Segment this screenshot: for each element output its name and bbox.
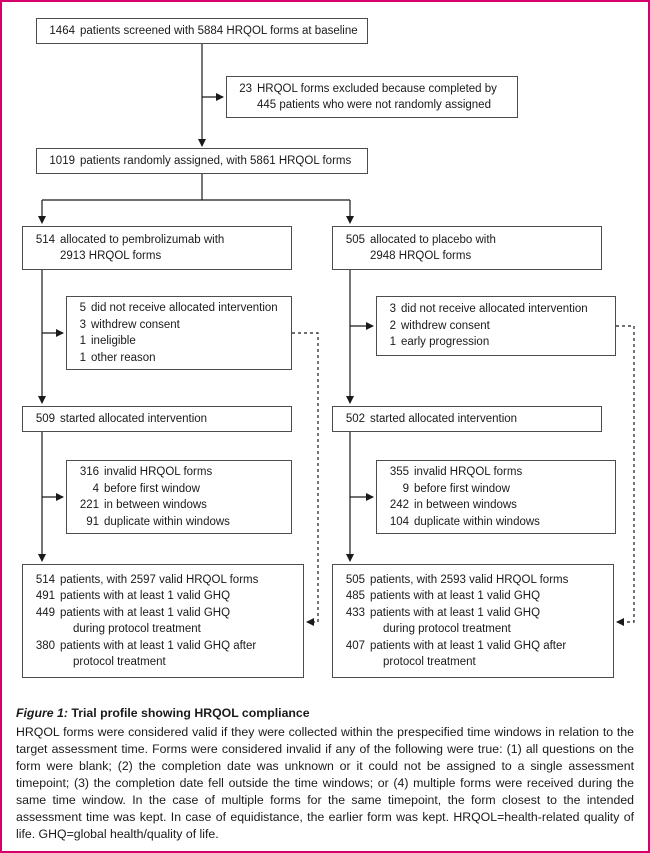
label: before first window xyxy=(104,482,200,495)
label: withdrew consent xyxy=(91,318,180,331)
label: started allocated intervention xyxy=(60,412,208,425)
count: 502 xyxy=(345,412,365,425)
count: 505 xyxy=(345,573,365,586)
figure-title-text: Trial profile showing HRQOL compliance xyxy=(71,706,310,720)
count: 91 xyxy=(86,515,99,528)
label: patients, with 2597 valid HRQOL forms xyxy=(60,573,259,586)
count: 104 xyxy=(389,515,409,528)
label: patients with at least 1 valid GHQ xyxy=(60,606,231,619)
count: 449 xyxy=(35,606,55,619)
count: 491 xyxy=(35,590,55,602)
box-valid-forms-placebo: 505 patients, with 2593 valid HRQOL forms… xyxy=(332,564,614,678)
count: 1464 xyxy=(49,24,75,37)
count: 3 xyxy=(79,318,86,331)
count: 1 xyxy=(389,336,396,349)
label: in between windows xyxy=(104,499,207,511)
label: withdrew consent xyxy=(401,319,490,332)
label: patients screened with 5884 HRQOL forms … xyxy=(80,24,358,37)
label: HRQOL forms excluded because completed b… xyxy=(257,82,497,95)
count: 23 xyxy=(239,82,252,95)
count: 3 xyxy=(389,303,396,316)
box-started-pembrolizumab: 509 started allocated intervention xyxy=(22,406,292,432)
label: 445 patients who were not randomly assig… xyxy=(257,99,491,111)
label: before first window xyxy=(414,482,510,495)
label: protocol treatment xyxy=(73,656,166,668)
count: 5 xyxy=(79,302,86,314)
label: during protocol treatment xyxy=(383,623,511,635)
box-invalid-forms-placebo: 355 invalid HRQOL forms 9 before first win… xyxy=(376,460,616,534)
count: 242 xyxy=(389,499,409,511)
label: early progression xyxy=(401,336,490,349)
flow-diagram: 1464 patients screened with 5884 HRQOL fo… xyxy=(2,2,648,696)
box-allocated-placebo: 505 allocated to placebo with 2948 HRQOL … xyxy=(332,226,602,270)
label: invalid HRQOL forms xyxy=(104,466,213,478)
figure-caption-body: HRQOL forms were considered valid if the… xyxy=(16,725,634,841)
label: started allocated intervention xyxy=(370,412,518,425)
label: during protocol treatment xyxy=(73,623,201,635)
label: did not receive allocated intervention xyxy=(91,302,278,314)
count: 380 xyxy=(35,639,55,652)
box-invalid-forms-pembrolizumab: 316 invalid HRQOL forms 4 before first win… xyxy=(66,460,292,534)
count: 1 xyxy=(79,351,86,364)
count: 514 xyxy=(35,233,55,246)
box-started-placebo: 502 started allocated intervention xyxy=(332,406,602,432)
count: 355 xyxy=(389,466,409,478)
label: patients with at least 1 valid GHQ after xyxy=(60,639,257,652)
label: duplicate within windows xyxy=(104,515,230,528)
count: 2 xyxy=(389,319,396,332)
count: 9 xyxy=(402,482,409,495)
count: 509 xyxy=(35,412,55,425)
label: 2948 HRQOL forms xyxy=(370,250,472,262)
label: protocol treatment xyxy=(383,656,476,668)
flow-connector-lines xyxy=(38,44,635,626)
label: ineligible xyxy=(91,335,136,347)
label: patients with at least 1 valid GHQ xyxy=(60,590,231,602)
label: patients with at least 1 valid GHQ xyxy=(370,590,541,602)
count: 485 xyxy=(345,590,365,602)
box-forms-excluded: 23 HRQOL forms excluded because completed… xyxy=(226,76,518,118)
count: 4 xyxy=(92,482,99,495)
box-randomized: 1019 patients randomly assigned, with 586… xyxy=(36,148,368,174)
box-screened: 1464 patients screened with 5884 HRQOL fo… xyxy=(36,18,368,44)
count: 1019 xyxy=(49,154,75,167)
count: 433 xyxy=(345,606,365,619)
count: 505 xyxy=(345,233,365,246)
count: 1 xyxy=(79,335,86,347)
figure-caption: Figure 1: Trial profile showing HRQOL co… xyxy=(2,696,648,843)
label: patients, with 2593 valid HRQOL forms xyxy=(370,573,569,586)
figure-caption-title: Figure 1: Trial profile showing HRQOL co… xyxy=(16,705,634,721)
box-valid-forms-pembrolizumab: 514 patients, with 2597 valid HRQOL forms… xyxy=(22,564,304,678)
count: 514 xyxy=(35,573,55,586)
label: patients with at least 1 valid GHQ xyxy=(370,606,541,619)
label: duplicate within windows xyxy=(414,515,540,528)
label: invalid HRQOL forms xyxy=(414,466,523,478)
box-allocated-pembrolizumab: 514 allocated to pembrolizumab with 2913 … xyxy=(22,226,292,270)
count: 221 xyxy=(79,499,99,511)
label: in between windows xyxy=(414,499,517,511)
label: allocated to placebo with xyxy=(370,233,496,246)
label: other reason xyxy=(91,351,156,364)
label: patients randomly assigned, with 5861 HR… xyxy=(80,154,352,167)
figure-number-label: Figure 1: xyxy=(16,706,68,720)
label: patients with at least 1 valid GHQ after xyxy=(370,639,567,652)
count: 407 xyxy=(345,639,365,652)
count: 316 xyxy=(79,466,99,478)
label: allocated to pembrolizumab with xyxy=(60,233,225,246)
label: 2913 HRQOL forms xyxy=(60,250,162,262)
label: did not receive allocated intervention xyxy=(401,303,588,316)
